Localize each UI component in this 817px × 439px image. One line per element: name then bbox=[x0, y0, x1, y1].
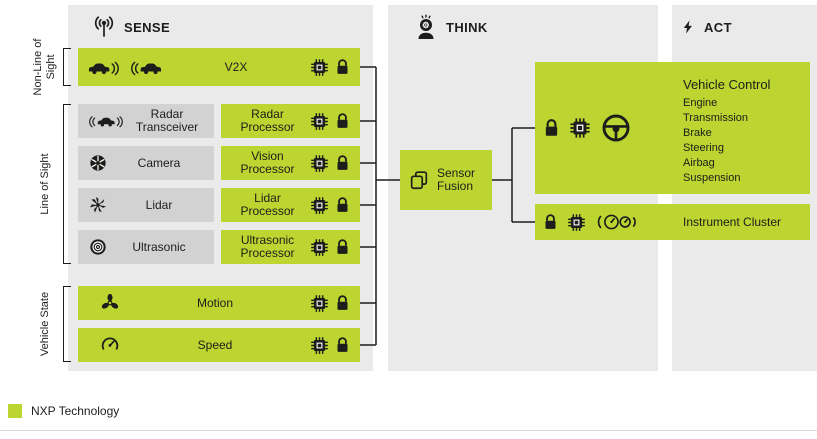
v2x-cars-icon bbox=[88, 61, 162, 75]
chip-icon bbox=[311, 336, 328, 354]
vehicle-control-title: Vehicle Control bbox=[683, 77, 771, 92]
line-of-sight-bracket bbox=[63, 104, 71, 264]
lidar-label: Lidar bbox=[145, 197, 173, 212]
think-header: ⚙ THINK bbox=[414, 13, 488, 41]
chip-icon bbox=[311, 154, 328, 172]
radar-car-icon bbox=[89, 116, 123, 128]
sense-header: SENSE bbox=[92, 13, 170, 41]
sense-header-label: SENSE bbox=[124, 19, 171, 35]
lock-icon bbox=[337, 197, 348, 212]
lock-icon bbox=[337, 155, 348, 170]
lock-icon bbox=[545, 214, 556, 229]
vehicle-control-box: Vehicle Control Engine Transmission Brak… bbox=[535, 62, 810, 194]
vehicle-control-item: Suspension bbox=[683, 172, 741, 184]
instrument-cluster-label: Instrument Cluster bbox=[683, 214, 782, 229]
lock-icon bbox=[337, 59, 348, 74]
motion-box: Motion bbox=[78, 286, 360, 320]
chip-icon bbox=[311, 238, 328, 256]
steering-wheel-icon bbox=[602, 114, 630, 142]
radar-transceiver-box: Radar Transceiver bbox=[78, 104, 214, 138]
lock-icon bbox=[337, 337, 348, 352]
lidar-burst-icon bbox=[90, 197, 106, 213]
chip-icon bbox=[570, 118, 590, 138]
sensor-fusion-box: Sensor Fusion bbox=[400, 150, 492, 210]
speed-label: Speed bbox=[197, 337, 233, 352]
ultrasonic-processor-box: Ultrasonic Processor bbox=[221, 230, 360, 264]
think-head-icon: ⚙ bbox=[418, 14, 434, 39]
lock-icon bbox=[337, 295, 348, 310]
antenna-icon bbox=[94, 16, 114, 37]
vehicle-control-item: Steering bbox=[683, 142, 724, 154]
vehicle-control-text: Vehicle Control Engine Transmission Brak… bbox=[683, 70, 810, 186]
vision-processor-label: Vision Processor bbox=[240, 149, 295, 176]
v2x-box: V2X bbox=[78, 48, 360, 86]
act-header-label: ACT bbox=[704, 19, 732, 35]
vehicle-state-label: Vehicle State bbox=[38, 291, 51, 357]
v2x-label: V2X bbox=[224, 59, 248, 74]
sensor-fusion-copy-icon bbox=[410, 171, 428, 190]
legend-label: NXP Technology bbox=[31, 404, 120, 418]
vehicle-state-bracket bbox=[63, 286, 71, 362]
legend-swatch bbox=[8, 404, 22, 418]
chip-icon bbox=[311, 112, 328, 130]
vehicle-control-icons bbox=[535, 112, 683, 144]
chip-icon bbox=[311, 294, 328, 312]
vision-processor-box: Vision Processor bbox=[221, 146, 360, 180]
act-header: ACT bbox=[681, 13, 732, 41]
lock-icon bbox=[337, 113, 348, 128]
non-line-of-sight-bracket bbox=[63, 48, 71, 86]
motion-label: Motion bbox=[196, 295, 234, 310]
vehicle-control-item: Transmission bbox=[683, 112, 748, 124]
radar-transceiver-label: Radar Transceiver bbox=[135, 107, 199, 134]
sensor-fusion-label: Sensor Fusion bbox=[437, 166, 476, 193]
instrument-cluster-icon bbox=[597, 214, 636, 230]
ultrasonic-label: Ultrasonic bbox=[132, 239, 186, 254]
lidar-processor-label: Lidar Processor bbox=[240, 191, 295, 218]
vehicle-control-item: Brake bbox=[683, 127, 712, 139]
speed-box: Speed bbox=[78, 328, 360, 362]
speedometer-icon bbox=[101, 337, 119, 350]
lightning-icon bbox=[683, 20, 692, 34]
bottom-divider bbox=[0, 430, 817, 431]
chip-icon bbox=[311, 58, 328, 76]
svg-text:⚙: ⚙ bbox=[422, 20, 430, 30]
legend: NXP Technology bbox=[8, 404, 119, 418]
instrument-cluster-box: Instrument Cluster bbox=[535, 204, 810, 240]
lidar-processor-box: Lidar Processor bbox=[221, 188, 360, 222]
fan-icon bbox=[101, 293, 119, 309]
non-line-of-sight-label: Non-Line of Sight bbox=[32, 38, 57, 96]
radar-processor-box: Radar Processor bbox=[221, 104, 360, 138]
chip-icon bbox=[311, 196, 328, 214]
ultrasonic-icon bbox=[90, 239, 106, 255]
camera-aperture-icon bbox=[90, 155, 106, 171]
think-header-label: THINK bbox=[446, 19, 488, 35]
ultrasonic-box: Ultrasonic bbox=[78, 230, 214, 264]
lock-icon bbox=[337, 239, 348, 254]
vehicle-control-item: Engine bbox=[683, 97, 718, 109]
camera-label: Camera bbox=[137, 155, 181, 170]
lidar-box: Lidar bbox=[78, 188, 214, 222]
line-of-sight-label: Line of Sight bbox=[38, 153, 51, 215]
instrument-cluster-icons bbox=[535, 211, 683, 233]
radar-processor-label: Radar Processor bbox=[240, 107, 295, 134]
lock-icon bbox=[545, 119, 558, 136]
camera-box: Camera bbox=[78, 146, 214, 180]
chip-icon bbox=[568, 213, 585, 231]
vehicle-control-item: Airbag bbox=[683, 157, 715, 169]
ultrasonic-processor-label: Ultrasonic Processor bbox=[240, 233, 295, 260]
